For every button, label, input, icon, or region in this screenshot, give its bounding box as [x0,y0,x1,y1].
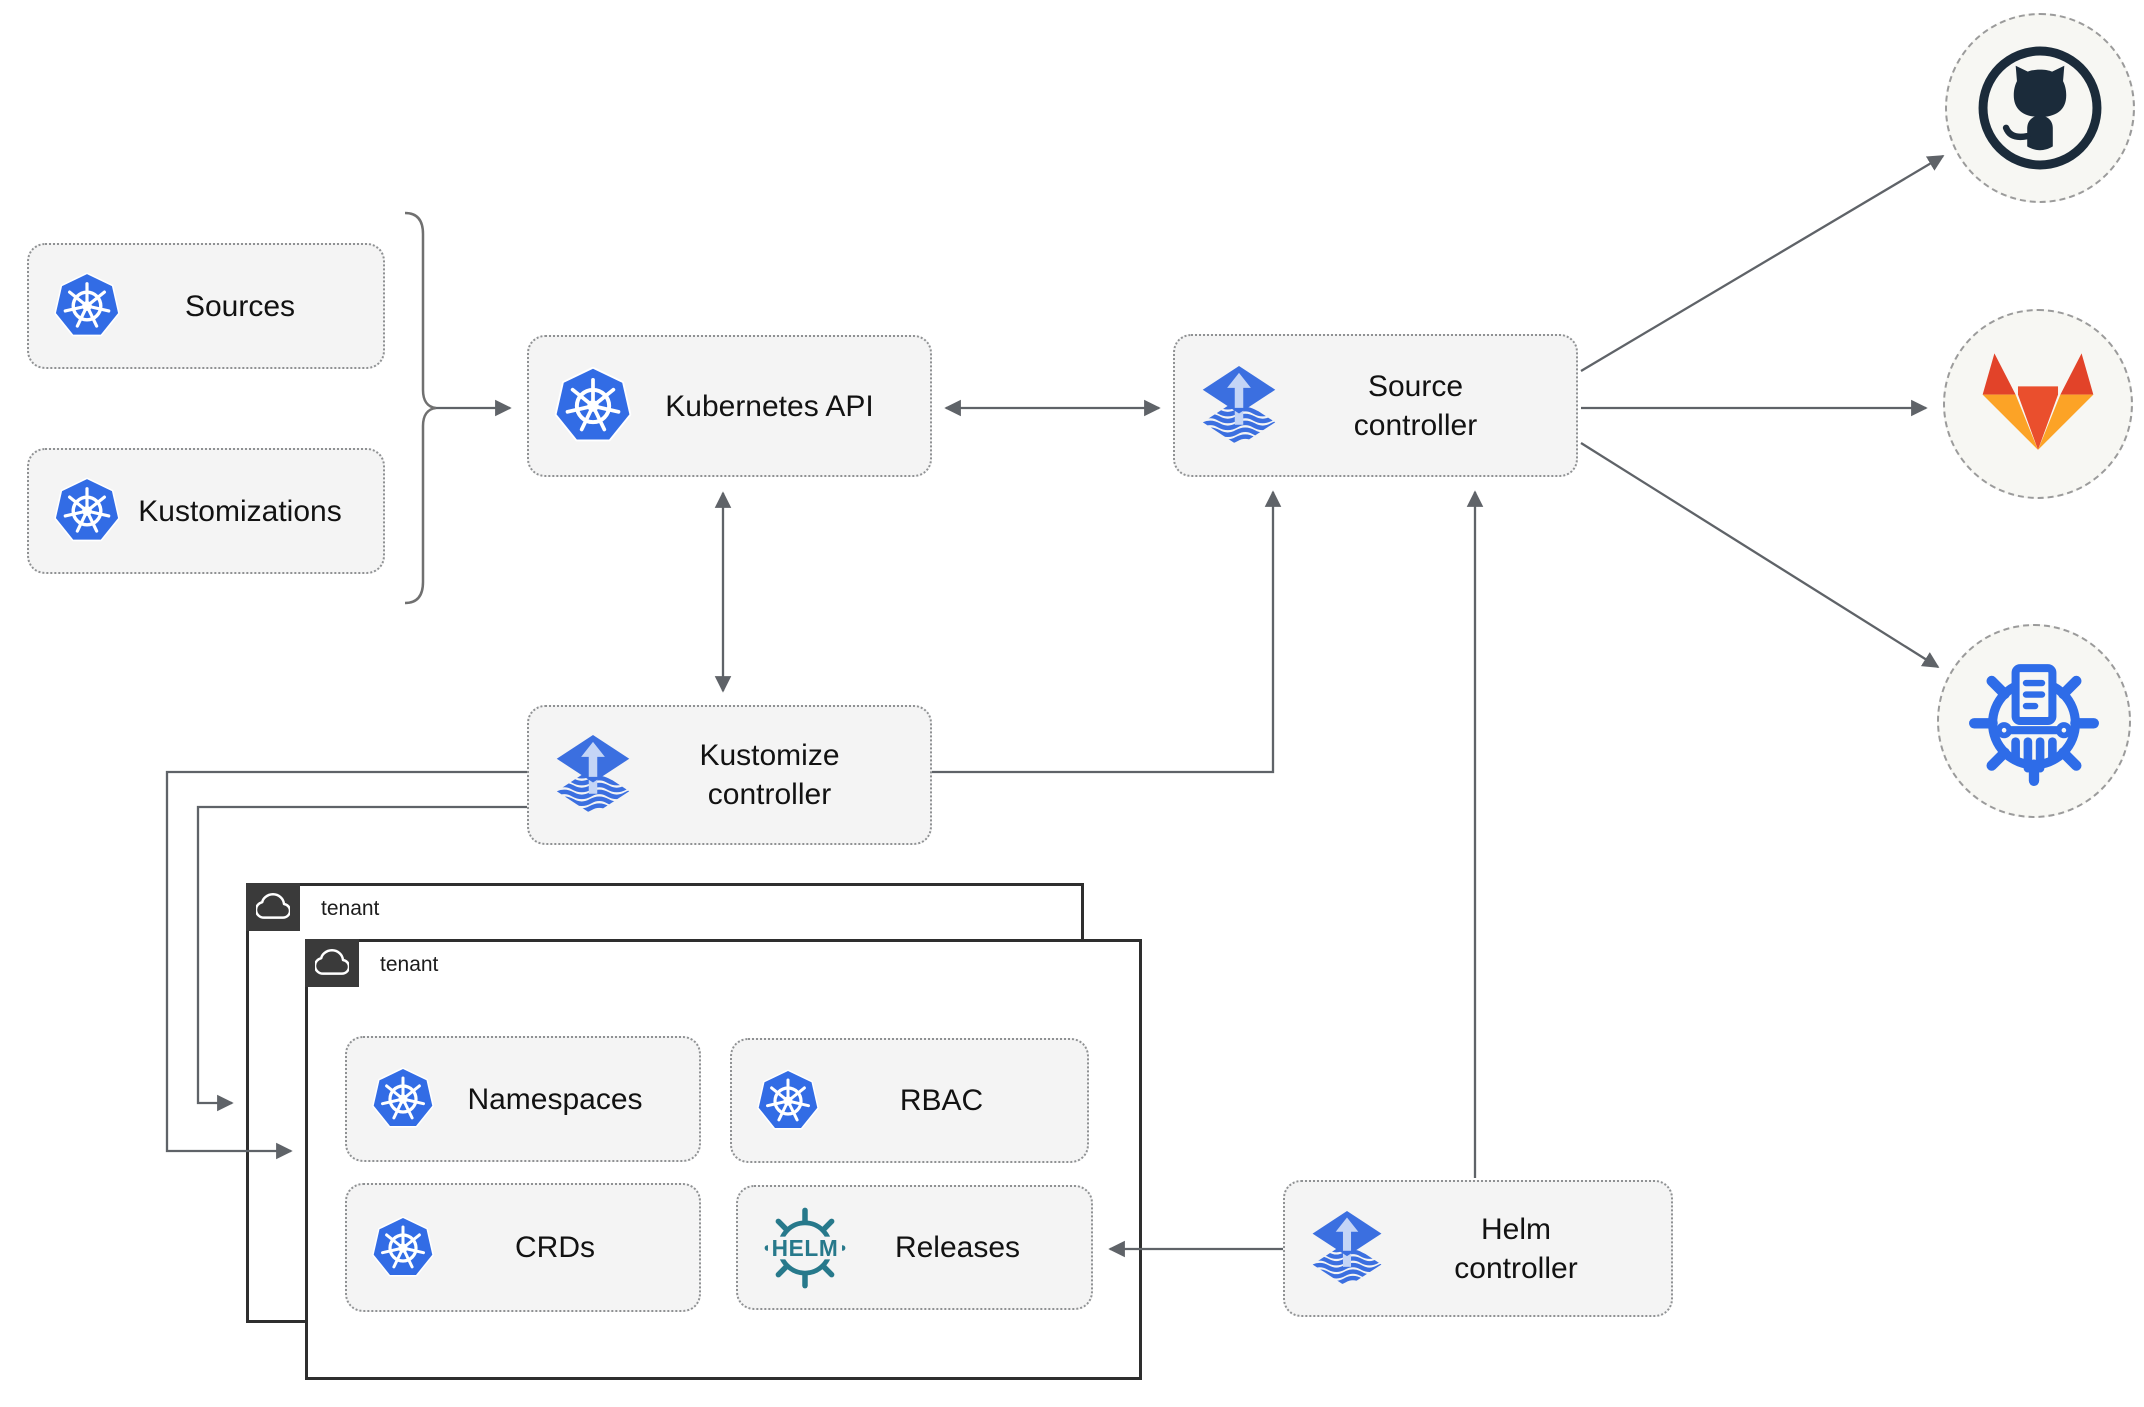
gitlab-circle [1943,309,2133,499]
github-icon [1976,44,2104,172]
flux-icon [553,723,633,827]
kubernetes-icon [756,1068,820,1134]
node-label: Releases [894,1231,1021,1264]
node-namespaces: Namespaces [345,1036,701,1162]
node-kustomizations: Kustomizations [27,448,385,574]
node-label: Kubernetes API [665,389,874,423]
helm-icon [762,1202,848,1294]
node-label: Sources [184,289,296,323]
tenant-tab [305,939,359,987]
registry-circle [1937,624,2131,818]
edge-source-to-github [1580,155,1945,372]
node-rbac: RBAC [730,1038,1089,1163]
node-crds: CRDs [345,1183,701,1312]
cloud-icon [256,890,290,924]
container-registry-icon [1965,652,2103,790]
tenant-label: tenant [380,953,439,976]
edge-kustomize-to-source [932,490,1282,774]
node-label: Kustomize controller [699,739,840,811]
github-circle [1945,13,2135,203]
node-helm-controller: Helm controller [1283,1180,1673,1317]
brace-sources-group [404,211,437,605]
kubernetes-icon [53,271,121,341]
node-kustomize-controller: Kustomize controller [527,705,932,845]
gitlab-icon [1979,351,2097,457]
node-label: CRDs [515,1231,595,1264]
kubernetes-icon [553,365,633,447]
flux-icon [1199,354,1279,458]
node-source-controller: Source controller [1173,334,1578,477]
node-label: RBAC [899,1084,984,1117]
node-sources: Sources [27,243,385,369]
node-releases: Releases [736,1185,1093,1310]
kubernetes-icon [371,1215,435,1281]
tenant-label: tenant [321,897,380,920]
tenant-tab [246,883,300,931]
flux-icon [1309,1199,1385,1299]
kubernetes-icon [53,476,121,546]
node-label: Namespaces [467,1082,643,1116]
edge-source-to-registry [1580,442,1940,668]
node-kubernetes-api: Kubernetes API [527,335,932,477]
node-label: Kustomizations [138,494,342,528]
node-label: Helm controller [1454,1212,1578,1285]
cloud-icon [315,946,349,980]
kubernetes-icon [371,1066,435,1132]
node-label: Source controller [1353,369,1478,442]
